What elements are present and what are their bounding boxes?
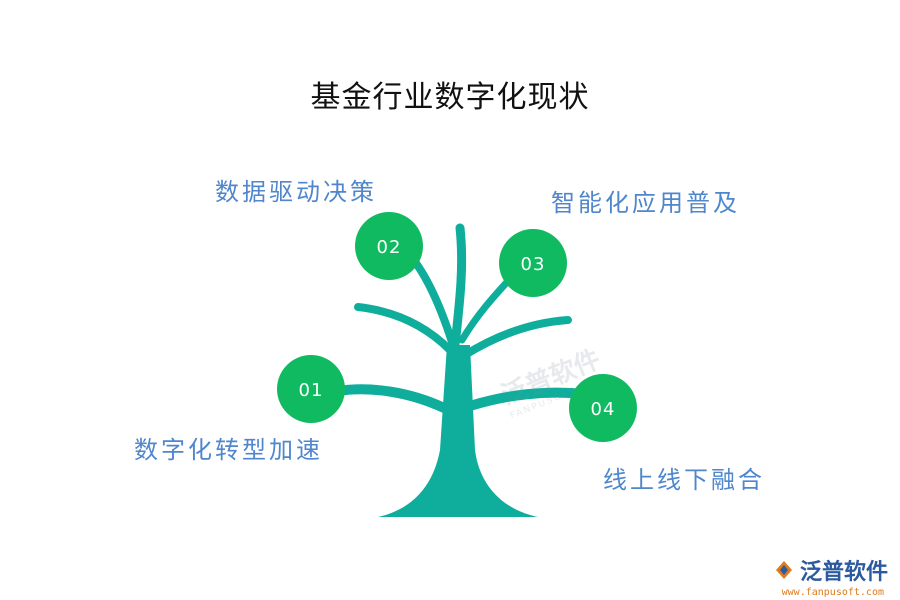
node-04-number: 04 bbox=[591, 399, 616, 420]
label-01: 数字化转型加速 bbox=[134, 436, 323, 464]
brand-logo: 泛普软件 bbox=[772, 554, 888, 586]
node-01: 01 bbox=[277, 355, 345, 423]
branch-04 bbox=[465, 387, 590, 411]
label-03: 智能化应用普及 bbox=[551, 189, 740, 217]
node-04: 04 bbox=[569, 374, 637, 442]
label-04: 线上线下融合 bbox=[603, 466, 765, 494]
node-02-number: 02 bbox=[377, 237, 402, 258]
label-02: 数据驱动决策 bbox=[215, 178, 377, 206]
logo-icon bbox=[775, 561, 792, 579]
logo-url: www.fanpusoft.com bbox=[781, 587, 884, 598]
branch-right-upper bbox=[461, 316, 572, 359]
tree-trunk bbox=[378, 345, 538, 517]
branch-01 bbox=[333, 384, 449, 413]
page-title: 基金行业数字化现状 bbox=[310, 80, 590, 115]
node-03-number: 03 bbox=[521, 254, 546, 275]
node-01-number: 01 bbox=[299, 380, 324, 401]
branch-left-upper bbox=[354, 303, 454, 354]
branch-center bbox=[450, 223, 467, 350]
node-02: 02 bbox=[355, 212, 423, 280]
logo-name: 泛普软件 bbox=[799, 560, 888, 585]
node-03: 03 bbox=[499, 229, 567, 297]
